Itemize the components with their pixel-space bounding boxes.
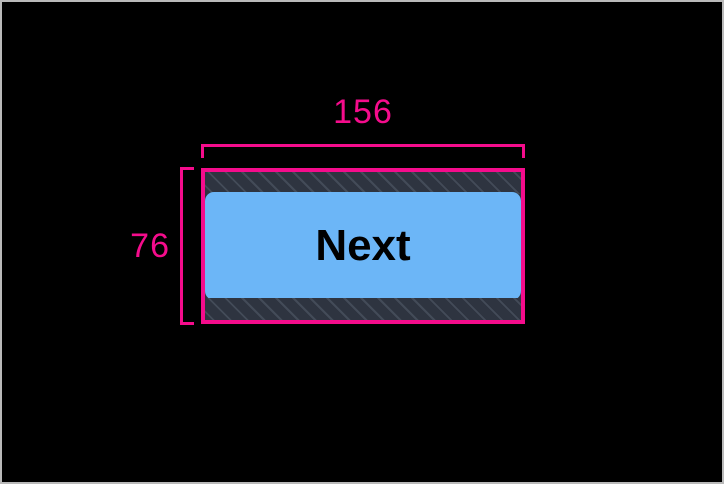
next-button[interactable]: Next [205,192,521,300]
width-dimension-label: 156 [333,93,393,131]
next-button-widget[interactable]: Next [205,172,521,320]
width-measurement-bracket [201,144,525,158]
next-button-label: Next [315,221,411,270]
hatch-band-bottom [205,298,521,320]
height-measurement-bracket [180,167,194,325]
hatch-band-top [205,172,521,194]
height-dimension-label: 76 [130,227,170,265]
measurement-bounding-box [201,168,525,324]
